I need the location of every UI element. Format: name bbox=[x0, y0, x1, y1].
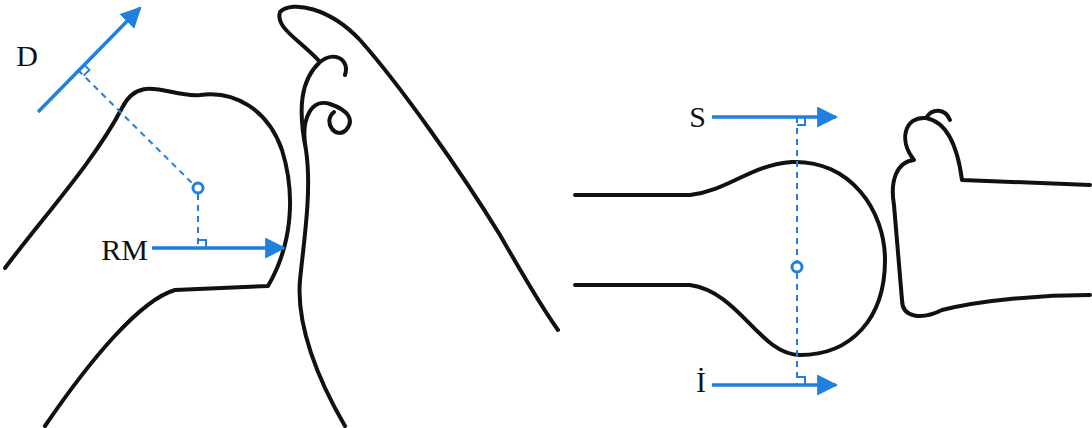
humerus-outline bbox=[5, 89, 290, 426]
rotation-center bbox=[792, 262, 802, 272]
right-angle-mark bbox=[84, 64, 90, 75]
vector-label: D bbox=[16, 41, 38, 71]
moment-arm bbox=[78, 70, 193, 184]
vector-label: İ bbox=[696, 367, 706, 397]
force-vector bbox=[712, 383, 836, 387]
humerus-outline bbox=[575, 162, 885, 355]
moment-arm bbox=[796, 273, 798, 385]
right-angle-mark bbox=[797, 117, 805, 125]
scapula-outline bbox=[893, 118, 1090, 316]
vector-label: RM bbox=[101, 235, 148, 265]
scapula-outline bbox=[279, 7, 558, 426]
vector-label: S bbox=[689, 102, 706, 132]
moment-arm bbox=[796, 117, 798, 261]
force-vector bbox=[712, 115, 836, 119]
right-angle-mark bbox=[198, 240, 206, 248]
rotation-center bbox=[193, 183, 203, 193]
coracoid-outline bbox=[926, 111, 950, 120]
force-vector bbox=[38, 8, 140, 112]
right-angle-mark bbox=[797, 377, 805, 385]
force-vector bbox=[152, 246, 284, 250]
